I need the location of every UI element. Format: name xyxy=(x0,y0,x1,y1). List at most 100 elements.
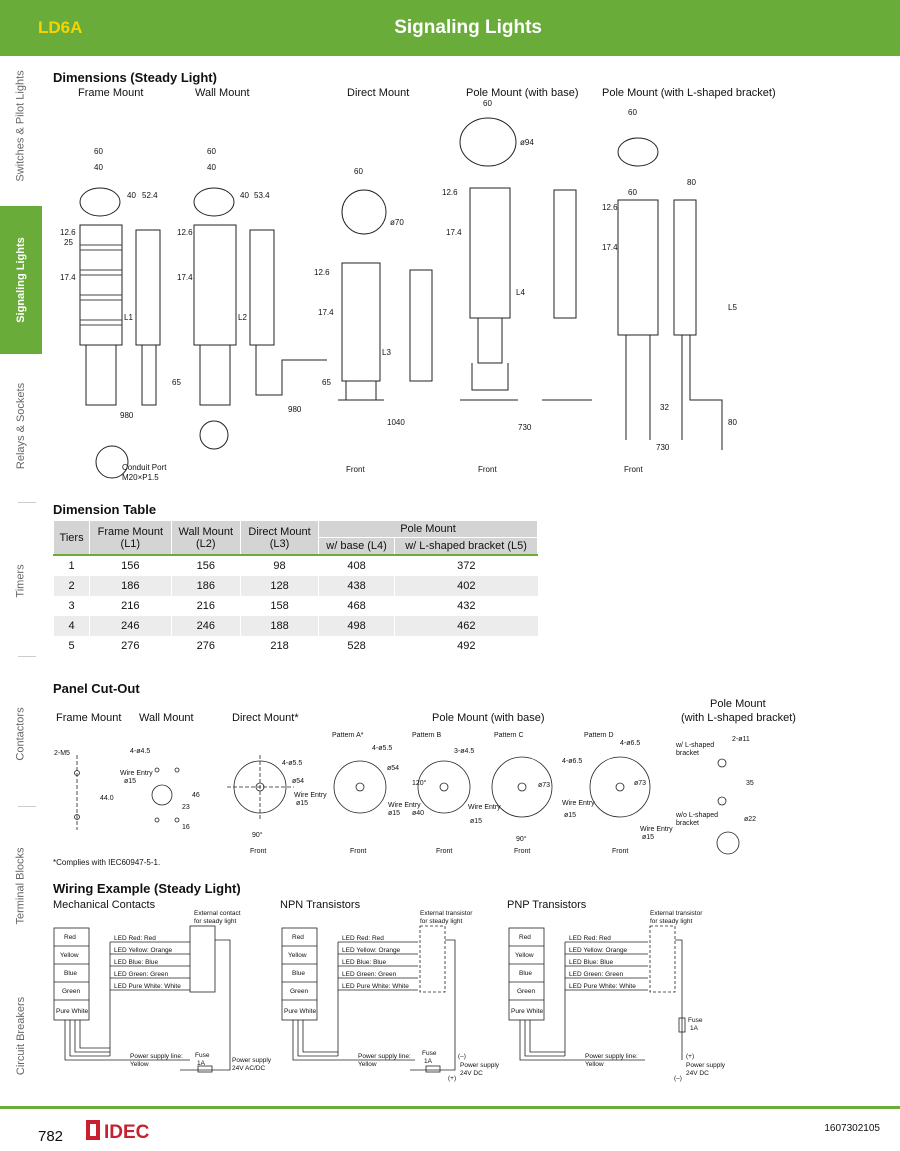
cutout-wall-label: Wall Mount xyxy=(139,712,194,724)
svg-text:LED Green: Green: LED Green: Green xyxy=(114,971,169,978)
sidebar-divider xyxy=(18,656,36,657)
svg-text:4-ø6.5: 4-ø6.5 xyxy=(620,740,640,747)
svg-text:60: 60 xyxy=(483,100,492,108)
frame-mount-label: Frame Mount xyxy=(78,87,144,99)
lamp-body xyxy=(79,224,123,346)
wiring-drawing: Red Yellow Blue Green Pure White LED Red… xyxy=(53,910,726,1082)
svg-text:730: 730 xyxy=(656,443,670,452)
svg-text:ø73: ø73 xyxy=(538,782,550,789)
page-number: 782 xyxy=(38,1128,64,1145)
svg-text:17.4: 17.4 xyxy=(177,273,193,282)
col-tiers: Tiers xyxy=(52,520,91,556)
tab-signaling-lights[interactable]: Signaling Lights xyxy=(0,206,42,354)
svg-text:Pure White: Pure White xyxy=(56,1008,89,1015)
svg-text:40: 40 xyxy=(240,191,249,200)
page-header: LD6A Signaling Lights xyxy=(0,0,900,56)
svg-text:4-ø4.5: 4-ø4.5 xyxy=(130,748,150,755)
svg-text:17.4: 17.4 xyxy=(446,228,462,237)
svg-text:Wire Entry: Wire Entry xyxy=(468,804,501,811)
svg-text:Front: Front xyxy=(624,465,643,474)
svg-text:Wire Entry: Wire Entry xyxy=(120,770,153,777)
svg-text:bracket: bracket xyxy=(676,820,699,827)
category-sidebar: Switches & Pilot Lights Signaling Lights… xyxy=(0,56,42,1106)
svg-text:ø73: ø73 xyxy=(634,780,646,787)
svg-text:Front: Front xyxy=(436,848,452,855)
svg-text:60: 60 xyxy=(628,108,637,117)
svg-text:for steady light: for steady light xyxy=(420,918,462,925)
svg-text:for steady light: for steady light xyxy=(194,918,236,925)
svg-text:Yellow: Yellow xyxy=(515,952,534,959)
cutout-pole-bracket-label1: Pole Mount xyxy=(710,698,766,710)
svg-text:90°: 90° xyxy=(516,835,527,843)
svg-text:Yellow: Yellow xyxy=(358,1061,377,1068)
svg-text:Yellow: Yellow xyxy=(585,1061,604,1068)
svg-text:ø54: ø54 xyxy=(292,778,304,785)
svg-text:L2: L2 xyxy=(238,313,247,322)
cutout-title: Panel Cut-Out xyxy=(53,681,140,696)
svg-text:Wire Entry: Wire Entry xyxy=(294,792,327,799)
cutout-pole-bracket-label2: (with L-shaped bracket) xyxy=(681,712,796,724)
svg-text:L1: L1 xyxy=(124,313,133,322)
tab-terminal-blocks[interactable]: Terminal Blocks xyxy=(15,847,27,925)
dimension-table-title: Dimension Table xyxy=(53,502,157,517)
svg-text:Conduit Port: Conduit Port xyxy=(122,463,167,472)
svg-text:24V DC: 24V DC xyxy=(686,1070,709,1077)
svg-text:2-ø11: 2-ø11 xyxy=(732,736,750,743)
svg-text:3-ø4.5: 3-ø4.5 xyxy=(454,748,474,755)
top-view-lamp xyxy=(79,187,121,217)
svg-text:Power supply: Power supply xyxy=(460,1062,500,1069)
svg-text:Pattern A*: Pattern A* xyxy=(332,732,364,739)
svg-text:24V DC: 24V DC xyxy=(460,1070,483,1077)
tab-contactors[interactable]: Contactors xyxy=(15,706,28,761)
svg-text:(+): (+) xyxy=(686,1053,694,1060)
svg-text:w/ L-shaped: w/ L-shaped xyxy=(675,742,714,749)
tab-timers[interactable]: Timers xyxy=(14,564,27,598)
wiring-npn-block: Red Yellow Blue Green Pure White LED Red… xyxy=(281,910,500,1082)
wiring-pnp-label: PNP Transistors xyxy=(507,899,587,911)
svg-text:25: 25 xyxy=(64,238,73,247)
svg-text:Pattern C: Pattern C xyxy=(494,732,524,739)
svg-text:Front: Front xyxy=(478,465,497,474)
tab-relays-sockets[interactable]: Relays & Sockets xyxy=(15,382,28,470)
svg-text:60: 60 xyxy=(354,167,363,176)
sidebar-divider xyxy=(18,806,36,807)
svg-text:L4: L4 xyxy=(516,288,525,297)
svg-text:1A: 1A xyxy=(690,1025,699,1032)
svg-text:Front: Front xyxy=(250,848,266,855)
svg-text:(–): (–) xyxy=(674,1075,682,1082)
wiring-title: Wiring Example (Steady Light) xyxy=(53,881,241,896)
svg-text:2-M5: 2-M5 xyxy=(54,750,70,757)
svg-text:60: 60 xyxy=(628,188,637,197)
wiring-npn-label: NPN Transistors xyxy=(280,899,361,911)
cutout-drawing: 2-M5 44.0 4-ø4.5 Wire Entry ø15 23 46 16… xyxy=(54,732,756,855)
svg-text:17.4: 17.4 xyxy=(60,273,76,282)
wall-mount-label: Wall Mount xyxy=(195,87,250,99)
svg-text:4-ø5.5: 4-ø5.5 xyxy=(372,745,392,752)
svg-text:90°: 90° xyxy=(252,831,263,839)
svg-text:ø15: ø15 xyxy=(470,818,482,825)
svg-text:4-ø6.5: 4-ø6.5 xyxy=(562,758,582,765)
dimension-table: Tiers Frame Mount(L1) Wall Mount(L2) Dir… xyxy=(52,520,538,656)
svg-text:53.4: 53.4 xyxy=(254,191,270,200)
svg-text:120°: 120° xyxy=(412,779,427,787)
wiring-pnp-block: Red Yellow Blue Green Pure White LED Red… xyxy=(508,910,726,1082)
svg-text:Front: Front xyxy=(612,848,628,855)
svg-text:LED Pure White: White: LED Pure White: White xyxy=(569,983,636,990)
svg-text:Power supply: Power supply xyxy=(686,1062,726,1069)
svg-text:External contact: External contact xyxy=(194,910,241,917)
svg-text:LED Red: Red: LED Red: Red xyxy=(114,935,156,942)
cutout-footnote: *Complies with IEC60947-5-1. xyxy=(53,858,161,867)
tab-circuit-breakers[interactable]: Circuit Breakers xyxy=(15,996,27,1076)
svg-text:Green: Green xyxy=(290,988,308,995)
direct-mount-label: Direct Mount xyxy=(347,87,410,99)
svg-text:4-ø5.5: 4-ø5.5 xyxy=(282,760,302,767)
svg-text:Red: Red xyxy=(519,934,531,941)
col-base: w/ base (L4) xyxy=(318,537,396,556)
svg-text:Yellow: Yellow xyxy=(130,1061,149,1068)
tab-switches-pilot-lights[interactable]: Switches & Pilot Lights xyxy=(15,70,27,182)
pole-bracket-label: Pole Mount (with L-shaped bracket) xyxy=(602,87,776,99)
cutout-direct-label: Direct Mount* xyxy=(232,712,299,724)
